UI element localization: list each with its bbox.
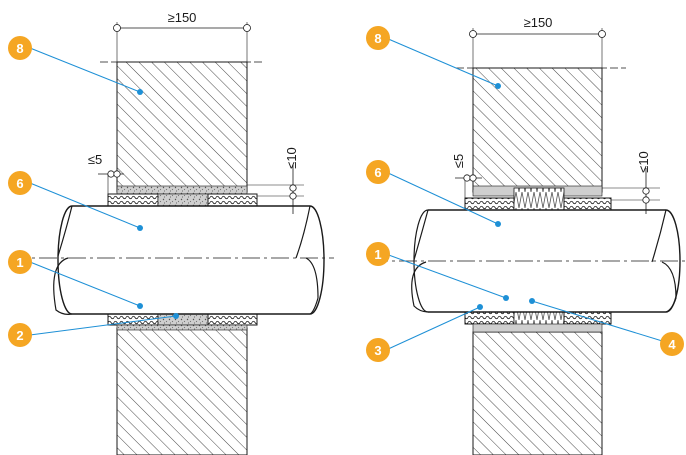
gap-filler-bottom <box>116 324 248 331</box>
dimension-gap: ≤5 <box>88 152 124 196</box>
badge-4: 4 <box>660 332 684 356</box>
right-detail: ≥150 ≤5 ≤10 <box>366 15 686 455</box>
wrap-top-left <box>107 193 159 207</box>
dimension-width: ≥150 <box>113 10 251 62</box>
badge-3: 3 <box>366 338 390 362</box>
wall-bottom <box>116 327 248 455</box>
dimension-width-label: ≥150 <box>168 10 197 25</box>
wrap-top-right <box>207 193 258 207</box>
mineral-wool-top <box>513 187 565 211</box>
svg-text:3: 3 <box>374 343 381 358</box>
filler-top-middle <box>157 193 209 207</box>
badge-6: 6 <box>8 171 32 195</box>
svg-text:8: 8 <box>16 41 23 56</box>
gap-filler-bottom <box>472 323 603 333</box>
badge-8: 8 <box>8 36 32 60</box>
wall-top <box>472 67 603 193</box>
filler-bottom-middle <box>157 313 209 326</box>
wrap-bottom-left <box>464 311 515 325</box>
dimension-side-label: ≤10 <box>636 151 651 173</box>
wrap-top-left <box>464 197 515 211</box>
badge-8: 8 <box>366 26 390 50</box>
wrap-bottom-right <box>207 313 258 326</box>
svg-text:6: 6 <box>16 176 23 191</box>
wall-bottom <box>472 331 603 455</box>
dimension-gap: ≤5 <box>451 154 482 200</box>
callouts: 8 6 1 3 4 <box>366 26 684 362</box>
svg-text:8: 8 <box>374 31 381 46</box>
svg-text:1: 1 <box>374 247 381 262</box>
pipe <box>370 209 686 313</box>
dimension-side: ≤10 <box>247 147 304 214</box>
wrap-top-right <box>563 197 612 211</box>
svg-text:1: 1 <box>16 255 23 270</box>
dimension-side: ≤10 <box>602 151 660 214</box>
dimension-side-label: ≤10 <box>284 147 299 169</box>
badge-2: 2 <box>8 323 32 347</box>
badge-1: 1 <box>366 242 390 266</box>
svg-text:6: 6 <box>374 165 381 180</box>
svg-text:2: 2 <box>16 328 23 343</box>
wall-top <box>116 61 248 193</box>
badge-6: 6 <box>366 160 390 184</box>
badge-1: 1 <box>8 250 32 274</box>
dimension-gap-label: ≤5 <box>451 154 466 168</box>
dimension-width-label: ≥150 <box>524 15 553 30</box>
dimension-width: ≥150 <box>469 15 606 68</box>
dimension-gap-label: ≤5 <box>88 152 102 167</box>
gap-filler-top <box>116 185 248 195</box>
left-detail: ≥150 ≤5 ≤10 <box>8 10 334 455</box>
callouts: 8 6 1 2 <box>8 36 179 347</box>
pipe <box>10 205 334 315</box>
svg-text:4: 4 <box>668 337 676 352</box>
